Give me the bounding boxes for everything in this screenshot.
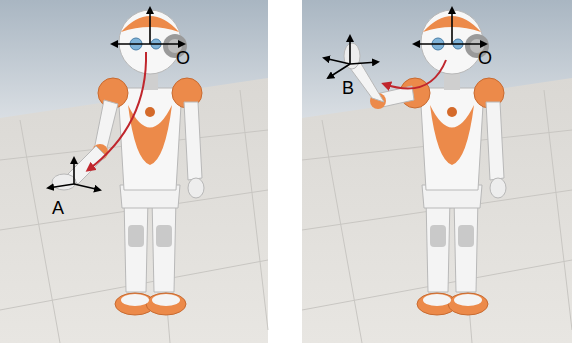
frame-label: A <box>52 198 64 218</box>
frame-label: O <box>478 48 492 68</box>
right-panel <box>302 0 572 343</box>
frame-label: B <box>342 78 354 98</box>
frame-label: O <box>176 48 190 68</box>
left-panel <box>0 0 268 343</box>
